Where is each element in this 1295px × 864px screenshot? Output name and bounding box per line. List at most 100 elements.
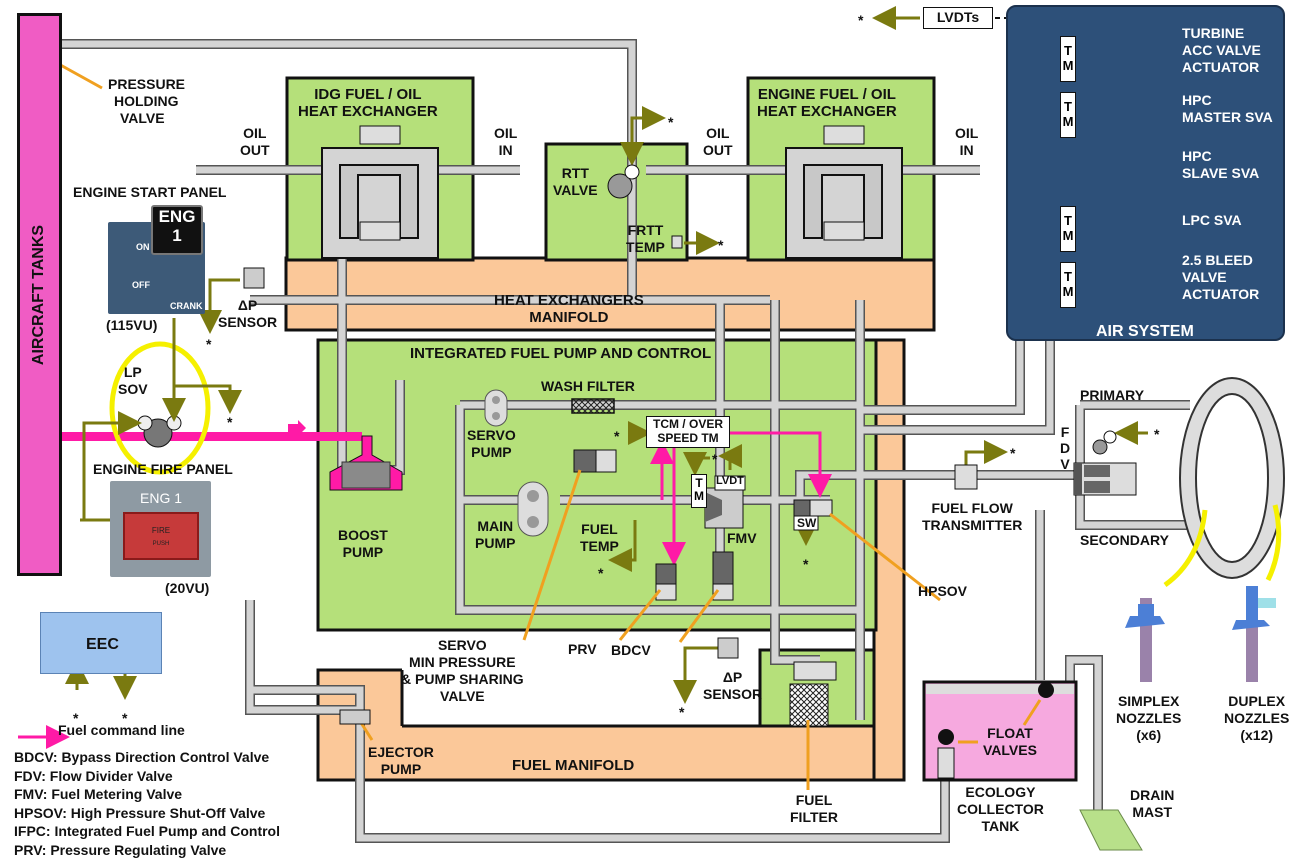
bdcv-label: BDCV <box>611 642 651 658</box>
signal-marker: * <box>122 710 128 726</box>
aircraft-tanks-label: AIRCRAFT TANKS <box>30 224 48 365</box>
legend-item: FMV: Fuel Metering Valve <box>14 786 183 802</box>
hpsov-label: HPSOV <box>918 583 968 599</box>
signal-marker: * <box>227 414 233 430</box>
lvdts-box: LVDTs <box>923 7 993 29</box>
dp-sensor-top-icon <box>243 267 265 289</box>
fuel-manifold-title: FUEL MANIFOLD <box>512 757 635 774</box>
ifpc-title: INTEGRATED FUEL PUMP AND CONTROL <box>410 345 712 362</box>
engine-start-panel-title: ENGINE START PANEL <box>73 184 227 200</box>
legend-item: FDV: Flow Divider Valve <box>14 767 173 784</box>
legend-item: HPSOV: High Pressure Shut-Off Valve <box>14 804 266 821</box>
fire-push-button[interactable]: FIRE PUSH <box>123 512 199 560</box>
engine-start-ref: (115VU) <box>106 317 158 333</box>
switch-off: OFF <box>132 280 150 290</box>
rtt-box <box>544 142 689 262</box>
fuel-flow-transmitter-icon <box>954 464 978 490</box>
engine-fire-ref: (20VU) <box>165 580 210 596</box>
signal-marker: * <box>598 565 604 581</box>
fmv-label: FMV <box>727 530 757 546</box>
servo-pump-icon <box>484 389 508 427</box>
fdv-valve <box>1073 430 1137 496</box>
drain-mast-icon <box>1079 809 1143 851</box>
engine-hx-core <box>785 125 903 259</box>
aircraft-tanks <box>17 13 62 576</box>
main-pump-icon <box>517 481 549 537</box>
fire-panel-eng: ENG 1 <box>140 490 183 506</box>
fmv-lvdt-label: LVDT <box>716 475 744 487</box>
duplex-nozzle-icon <box>1232 586 1276 682</box>
secondary-label: SECONDARY <box>1080 532 1169 548</box>
servo-min-pressure-valve <box>573 449 597 473</box>
signal-marker: * <box>679 704 685 720</box>
hpsov-valve <box>793 499 811 517</box>
air-system-title: AIR SYSTEM <box>1096 323 1194 340</box>
primary-label: PRIMARY <box>1080 387 1145 403</box>
signal-marker: * <box>712 451 718 467</box>
abbreviation-legend: BDCV: Bypass Direction Control Valve FDV… <box>14 748 280 859</box>
signal-marker: * <box>73 710 79 726</box>
switch-on: ON <box>136 242 150 252</box>
legend-item: PRV: Pressure Regulating Valve <box>14 841 227 858</box>
wash-filter <box>571 398 615 414</box>
prv-label: PRV <box>568 641 597 657</box>
fuel-supply-line <box>62 432 362 441</box>
switch-crank: CRANK <box>170 301 203 311</box>
engine-fire-panel-title: ENGINE FIRE PANEL <box>93 461 233 477</box>
prv-valve <box>655 563 677 585</box>
ifpc-box <box>316 338 878 632</box>
air-actuator-lpc: LPC SVA <box>1182 212 1242 228</box>
sw-label: SW <box>797 516 817 530</box>
idg-hx-core <box>321 125 439 259</box>
eec-unit <box>40 612 162 674</box>
bdcv-valve <box>712 551 734 585</box>
eec-label: EEC <box>86 636 119 653</box>
wash-filter-label: WASH FILTER <box>541 378 635 394</box>
signal-marker: * <box>614 428 620 444</box>
ejector-pump-icon <box>339 709 371 725</box>
dp-sensor-bottom-icon <box>717 637 739 659</box>
signal-marker: * <box>858 12 864 28</box>
legend-fuel-command: Fuel command line <box>58 722 185 738</box>
signal-marker: * <box>718 237 724 253</box>
air-system-panel <box>1006 5 1285 341</box>
signal-marker: * <box>1154 426 1160 442</box>
